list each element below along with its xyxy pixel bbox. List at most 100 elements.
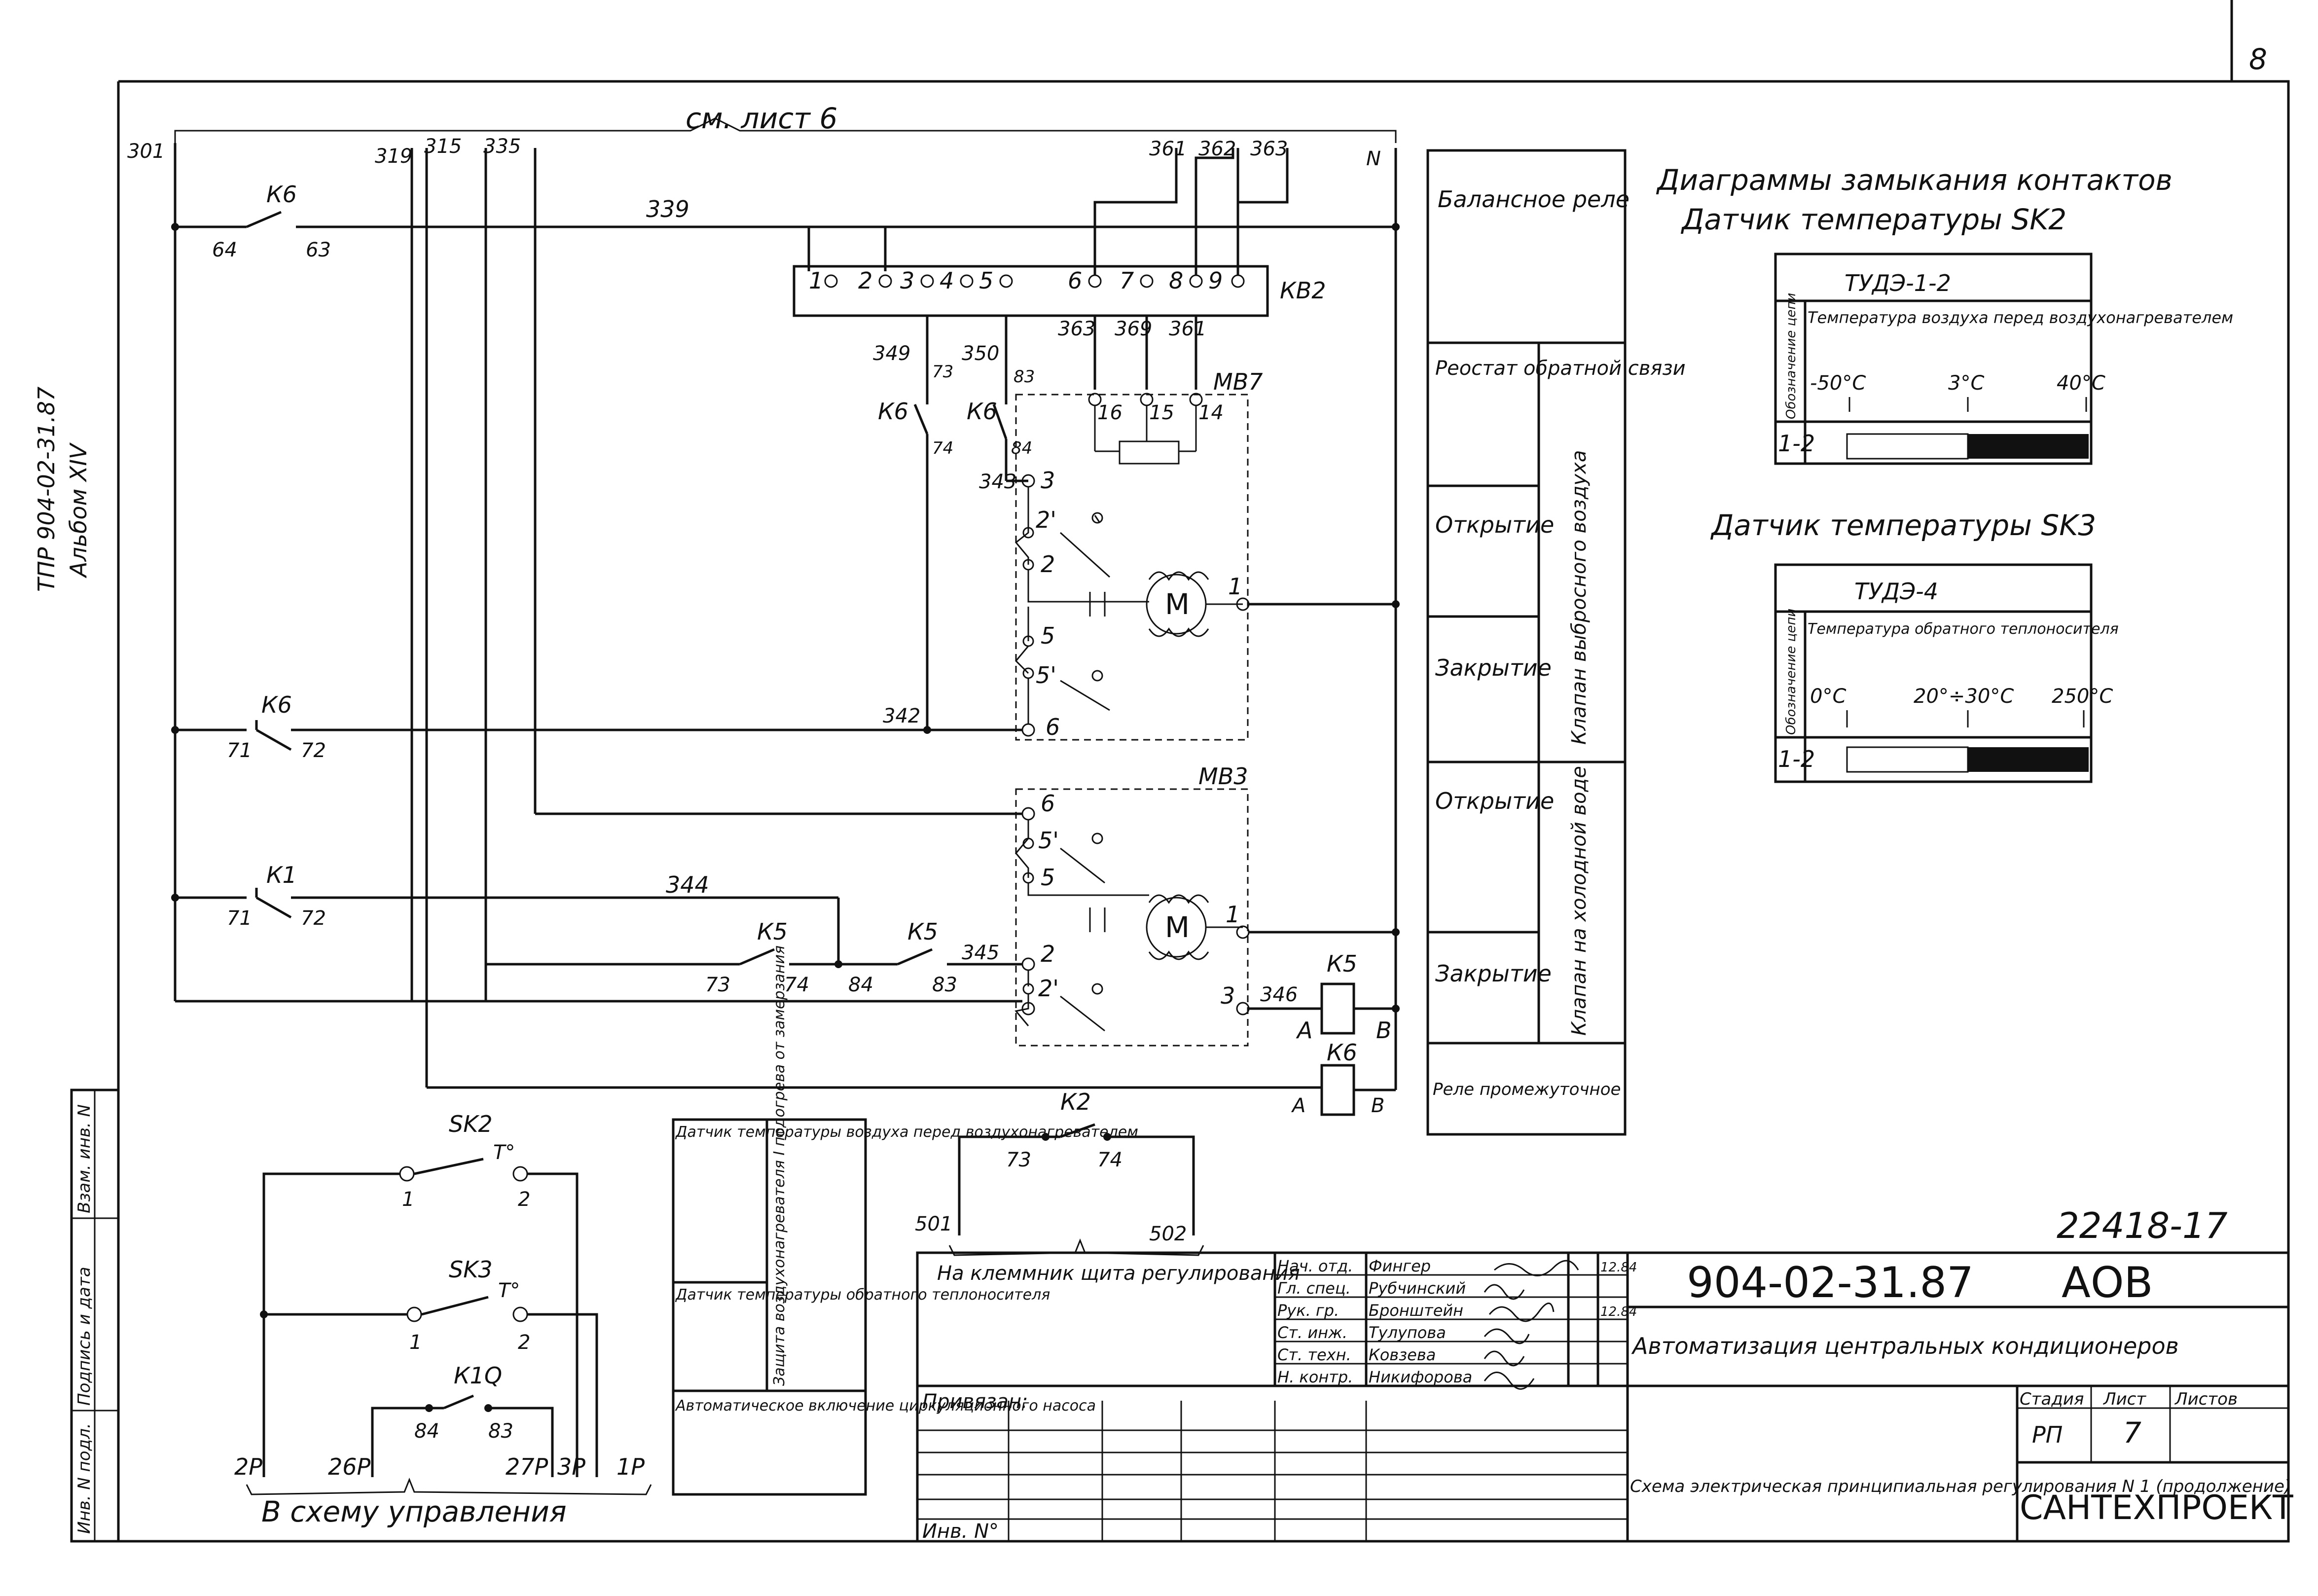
- node-71b: 71: [227, 907, 252, 930]
- sk3-circuit-header: Обозначение цепи: [1784, 609, 1799, 735]
- staff-role-2: Гл. спец.: [1277, 1279, 1351, 1298]
- sk2-circuit: 1-2: [1778, 430, 1815, 457]
- mb3-t1: 1: [1226, 901, 1240, 928]
- sheets-header: Листов: [2174, 1389, 2238, 1409]
- attached-label: Привязан:: [922, 1390, 1028, 1413]
- node-64: 64: [212, 239, 237, 261]
- mb7-t16: 16: [1097, 401, 1123, 424]
- actuator-mb3: МВ3 6 5' 5 M 1 2 2' 3: [535, 763, 1400, 1047]
- sk3-tick-1: 0°С: [1810, 685, 1846, 708]
- signatures: [1484, 1260, 1579, 1390]
- node-71a: 71: [227, 739, 252, 762]
- mb7-t5: 5: [1041, 622, 1055, 649]
- legend-close-1: Закрытие: [1435, 654, 1552, 681]
- kb2-t9: 9: [1208, 267, 1223, 294]
- stamp-replaces-inv: Взам. инв. N: [74, 1104, 94, 1213]
- sk3-circuit: 1-2: [1778, 746, 1815, 772]
- staff-role-4: Ст. инж.: [1277, 1323, 1347, 1342]
- sheet-title: Схема электрическая принципиальная регул…: [1630, 1477, 2291, 1496]
- wire-319: 319: [375, 145, 412, 168]
- wire-349: 349: [873, 342, 910, 365]
- mb3-motor: M: [1165, 910, 1190, 944]
- inv-no-label: Инв. N°: [922, 1520, 999, 1543]
- term-2p: 2Р: [234, 1453, 262, 1480]
- wire-361b: 361: [1169, 318, 1206, 340]
- wire-363b: 363: [1058, 318, 1095, 340]
- row-k1-344: К1 71 72 344: [171, 862, 840, 964]
- to-control-label: В схему управления: [261, 1495, 567, 1528]
- desc-sk3: Датчик температуры обратного теплоносите…: [675, 1286, 1050, 1304]
- desc-protection: Защита воздухонагревателя I подогрева от…: [771, 945, 788, 1386]
- node-84b: 84: [848, 974, 873, 996]
- mb7-motor: M: [1165, 587, 1190, 621]
- staff-role-6: Н. контр.: [1277, 1368, 1353, 1386]
- legend-column: Балансное реле Реостат обратной связи От…: [1426, 149, 1686, 1136]
- designation: 904-02-31.87: [1687, 1258, 1974, 1307]
- staff-name-1: Фингер: [1369, 1257, 1431, 1275]
- node-73a: 73: [932, 362, 953, 382]
- mb7-t14: 14: [1198, 401, 1224, 424]
- wire-350: 350: [962, 342, 999, 365]
- mark: АОВ: [2062, 1258, 2153, 1307]
- sk3-tick-3: 250°С: [2052, 685, 2113, 708]
- wire-345: 345: [962, 942, 999, 964]
- wire-346: 346: [1260, 983, 1298, 1006]
- mb3-t5: 5: [1041, 864, 1055, 891]
- title-block: Нач. отд. Фингер 12.84 Гл. спец. Рубчинс…: [916, 1251, 2293, 1543]
- wire-339: 339: [646, 196, 689, 222]
- album-number: Альбом XIV: [65, 442, 92, 579]
- legend-close-2: Закрытие: [1435, 960, 1552, 987]
- node-72b: 72: [301, 907, 326, 930]
- album-code: ТПР 904-02-31.87: [33, 387, 60, 592]
- k6-label-4: К6: [261, 691, 292, 718]
- mb3-t2: 2: [1041, 941, 1055, 967]
- bottom-control-circuit: SK2 Т° 1 2 SK3 Т° 1 2 К1Q 84 83 2Р 26Р 2…: [234, 1111, 652, 1528]
- staff-name-6: Никифорова: [1369, 1368, 1472, 1386]
- k5-label-2: К5: [907, 918, 938, 945]
- k6-label-1: К6: [266, 181, 297, 208]
- row-k5-345: К5 К5 73 74 84 83 345: [486, 918, 1022, 996]
- mb3-t5p: 5': [1038, 827, 1059, 854]
- sk3-desc: Температура обратного теплоносителя: [1808, 620, 2119, 638]
- relay-k6-label: К6: [1327, 1039, 1357, 1066]
- kb2-t8: 8: [1169, 267, 1183, 294]
- bus-n: N: [1366, 147, 1381, 170]
- relay-k5-label: К5: [1327, 950, 1357, 977]
- page-number: 8: [2249, 42, 2267, 76]
- inventory-number: 22418-17: [2057, 1205, 2228, 1246]
- legend-open-1: Открытие: [1435, 511, 1554, 538]
- staff-name-5: Ковзева: [1369, 1345, 1436, 1364]
- mb3-t2p: 2': [1038, 975, 1059, 1002]
- sk2-device: ТУДЭ-1-2: [1845, 270, 1951, 296]
- k2-73: 73: [1006, 1149, 1031, 1171]
- relay-k5-a: А: [1296, 1017, 1312, 1044]
- sk3-pin1: 1: [409, 1331, 422, 1354]
- staff-role-5: Ст. техн.: [1277, 1345, 1351, 1364]
- staff-date-3: 12.84: [1600, 1305, 1637, 1319]
- wire-362: 362: [1198, 138, 1236, 160]
- sheet-header: Лист: [2102, 1389, 2146, 1409]
- mb7-t15: 15: [1149, 401, 1174, 424]
- sheet-no-value: 7: [2123, 1416, 2141, 1450]
- mb7-t3: 3: [1041, 467, 1055, 494]
- legend-valve-cold-water: Клапан на холодной воде: [1568, 766, 1591, 1036]
- actuator-mb7: МВ7 16 15 14 3 2' 2 M 1 5: [1014, 368, 1400, 741]
- relay-k6-b: В: [1371, 1094, 1384, 1117]
- kb2-t3: 3: [900, 267, 914, 294]
- terminal-block-kb2: КВ2 1 2 3 4 5 6 7 8 9 361 362 363 363 36…: [793, 138, 1326, 390]
- k6-contacts: 349 73 К6 74 350 83 К6 84 343: [873, 342, 1035, 730]
- mb7-t2: 2: [1041, 551, 1055, 578]
- sk2-t: Т°: [493, 1141, 515, 1164]
- k1q-label: К1Q: [454, 1362, 502, 1389]
- mb7-t6: 6: [1046, 714, 1060, 740]
- side-stamp: Инв. N подл. Подпись и дата Взам. инв. N: [70, 1088, 120, 1543]
- legend-valve-exhaust: Клапан выбросного воздуха: [1568, 450, 1591, 745]
- bottom-desc-table: Датчик температуры воздуха перед воздухо…: [672, 945, 1138, 1496]
- stage-header: Стадия: [2020, 1389, 2084, 1409]
- sk2-tick-1: -50°С: [1810, 372, 1866, 395]
- sk3-title: Датчик температуры SK3: [1710, 508, 2096, 542]
- wire-363: 363: [1250, 138, 1288, 160]
- stamp-inv-orig: Инв. N подл.: [74, 1423, 94, 1534]
- sk2-circuit-header: Обозначение цепи: [1784, 293, 1799, 419]
- node-72a: 72: [301, 739, 326, 762]
